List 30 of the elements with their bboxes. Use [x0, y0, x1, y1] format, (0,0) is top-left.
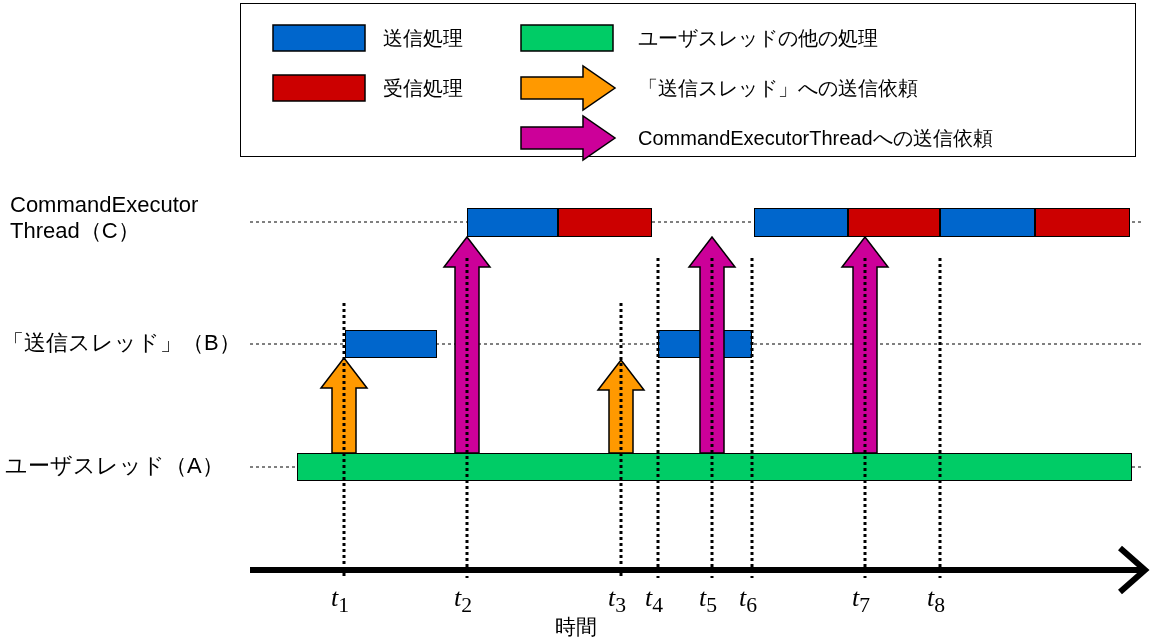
lane-label: ユーザスレッド（A）	[5, 453, 224, 480]
receive-bar	[1035, 208, 1130, 237]
legend-label: 送信処理	[383, 26, 463, 50]
request-arrow	[687, 235, 737, 454]
lane-label: CommandExecutor Thread（C）	[10, 192, 200, 245]
time-label: t$_{5}$	[699, 582, 718, 619]
lane-label: 「送信スレッド」（B）	[2, 330, 241, 357]
thread-bar	[297, 453, 1132, 481]
time-label: t$_{6}$	[739, 582, 758, 619]
request-arrow	[596, 358, 646, 454]
legend-label: 受信処理	[383, 76, 463, 100]
request-arrow	[319, 356, 369, 454]
send-bar	[467, 208, 558, 237]
send-bar	[345, 330, 437, 358]
send-bar	[754, 208, 848, 237]
time-label: t$_{8}$	[927, 582, 946, 619]
time-label: t$_{7}$	[852, 582, 871, 619]
time-label: t$_{4}$	[645, 582, 664, 619]
receive-bar	[848, 208, 940, 237]
time-label: t$_{2}$	[454, 582, 473, 619]
send-bar	[940, 208, 1035, 237]
time-label: t$_{1}$	[331, 582, 350, 619]
axis-title: 時間	[555, 614, 597, 640]
request-arrow	[442, 235, 492, 454]
receive-bar	[558, 208, 652, 237]
legend-label: 「送信スレッド」への送信依頼	[638, 76, 918, 100]
legend-label: ユーザスレッドの他の処理	[638, 26, 878, 50]
legend-label: CommandExecutorThreadへの送信依頼	[638, 126, 993, 150]
time-label: t$_{3}$	[608, 582, 627, 619]
request-arrow	[840, 235, 890, 454]
